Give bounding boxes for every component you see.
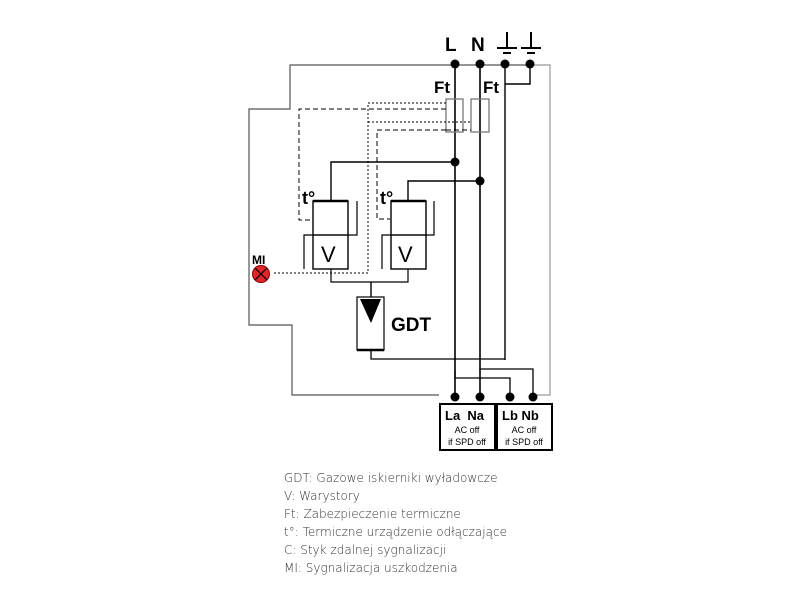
contact-dot-na	[475, 392, 485, 402]
legend: GDT: Gazowe iskierniki wyładowcze V: War…	[284, 469, 507, 577]
mi-indicator-icon	[252, 265, 270, 283]
contact-dot-nb	[528, 392, 538, 402]
remote-contact-box-b: Lb Nb AC off if SPD off	[496, 403, 553, 451]
thermal-disconnect-label: t°	[302, 188, 315, 208]
remote-contact-line1: AC off	[512, 425, 537, 435]
gdt-label: GDT	[391, 315, 432, 336]
branch-n	[407, 180, 480, 200]
remote-contact-line2: if SPD off	[448, 437, 486, 447]
terminal-n-dot	[475, 59, 485, 69]
varistor-bus	[330, 269, 409, 283]
remote-contact-line2: if SPD off	[505, 437, 543, 447]
terminal-pe-dot	[500, 59, 510, 69]
contact-wire-b	[479, 368, 534, 397]
mi-label: MI	[252, 253, 265, 267]
legend-item-varistor: V: Warystory	[284, 489, 360, 503]
legend-item-thermal-fuse: Ft: Zabezpieczenie termiczne	[284, 507, 461, 521]
junction-dot	[475, 176, 485, 186]
thermal-fuse-label: Ft	[434, 78, 450, 97]
legend-item-thermal-disconnect: t°: Termiczne urządzenie odłączające	[284, 525, 507, 539]
terminal-n-label: N	[471, 35, 485, 56]
legend-item-mi: MI: Sygnalizacja uszkodzenia	[284, 561, 458, 575]
varistor-module-1: V	[303, 199, 358, 270]
contact-dot-la	[450, 392, 460, 402]
earth-icon	[497, 32, 517, 54]
terminal-l-label: L	[445, 35, 457, 56]
junction-dot	[450, 157, 460, 167]
housing-outline-right	[533, 64, 551, 396]
remote-contact-title: La Na	[445, 408, 485, 423]
contact-wire-a	[454, 370, 511, 397]
thermal-fuse-label: Ft	[483, 78, 499, 97]
remote-contact-title: Lb Nb	[502, 408, 539, 423]
varistor-label: V	[398, 242, 413, 267]
thermal-fuse-n	[470, 98, 490, 133]
contact-dot-lb	[505, 392, 515, 402]
thermal-fuse-l	[445, 98, 464, 133]
legend-item-remote-contact: C: Styk zdalnej sygnalizacji	[284, 543, 447, 557]
housing-outline	[248, 64, 533, 396]
remote-contact-line1: AC off	[455, 425, 480, 435]
earth-link	[505, 64, 531, 85]
varistor-module-2: V	[381, 199, 435, 270]
terminal-pe2-dot	[525, 59, 535, 69]
gdt-component	[356, 296, 385, 352]
varistor-label: V	[321, 242, 336, 267]
branch-l	[330, 161, 455, 200]
legend-item-gdt: GDT: Gazowe iskierniki wyładowcze	[284, 471, 498, 485]
gdt-to-earth	[370, 350, 505, 360]
thermal-linkage	[274, 102, 471, 274]
thermal-disconnect-label: t°	[380, 188, 393, 208]
terminal-l-dot	[450, 59, 460, 69]
earth-icon	[521, 32, 541, 54]
remote-contact-box-a: La Na AC off if SPD off	[439, 403, 496, 451]
